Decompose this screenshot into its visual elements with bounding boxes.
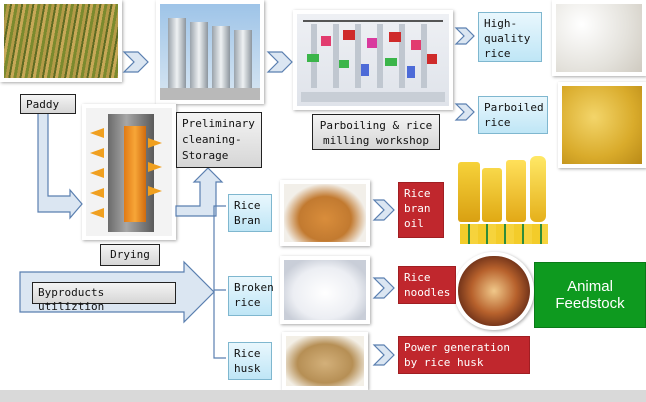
bracket-lines — [213, 205, 226, 359]
rice-bran-label: Rice Bran — [228, 194, 272, 232]
paddy-label: Paddy — [20, 94, 76, 114]
parboiled-rice-photo — [558, 82, 646, 168]
chevron-arrow-icon — [266, 51, 293, 73]
dryer-machine-photo — [82, 104, 176, 240]
broken-rice-label: Broken rice — [228, 276, 274, 316]
rice-bran-oil-label: Rice bran oil — [398, 182, 444, 238]
chevron-arrow-icon — [372, 277, 395, 299]
byproducts-utilization-label: Byproducts utiliztion — [32, 282, 176, 313]
rice-husk-photo — [282, 332, 368, 390]
broken-rice-photo — [280, 256, 370, 324]
preliminary-cleaning-storage-label: Preliminary cleaning-Storage — [176, 112, 262, 168]
milling-workshop-photo — [293, 10, 453, 110]
paddy-field-photo — [0, 0, 122, 82]
chevron-arrow-icon — [454, 103, 475, 121]
chevron-arrow-icon — [122, 51, 149, 73]
rice-noodles-label: Rice noodles — [398, 266, 456, 304]
bottom-strip — [0, 390, 646, 402]
chevron-arrow-icon — [372, 344, 395, 366]
chevron-arrow-icon — [454, 27, 475, 45]
parboiling-milling-workshop-label: Parboiling & rice milling workshop — [312, 114, 440, 150]
chevron-arrow-icon — [372, 199, 395, 221]
parboiled-rice-label: Parboiled rice — [478, 96, 548, 134]
power-generation-label: Power generation by rice husk — [398, 336, 530, 374]
white-rice-photo — [552, 0, 646, 76]
animal-feedstock-label: Animal Feedstock — [534, 262, 646, 328]
rice-noodles-photo — [454, 252, 534, 330]
high-quality-rice-label: High-quality rice — [478, 12, 542, 62]
bent-arrow-icon — [175, 167, 224, 217]
drying-label: Drying — [100, 244, 160, 266]
storage-silos-photo — [156, 0, 264, 104]
rice-husk-label: Rice husk — [228, 342, 272, 380]
bent-arrow-icon — [37, 111, 83, 220]
rice-bran-oil-bottles-photo — [452, 150, 556, 250]
rice-bran-photo — [280, 180, 370, 246]
